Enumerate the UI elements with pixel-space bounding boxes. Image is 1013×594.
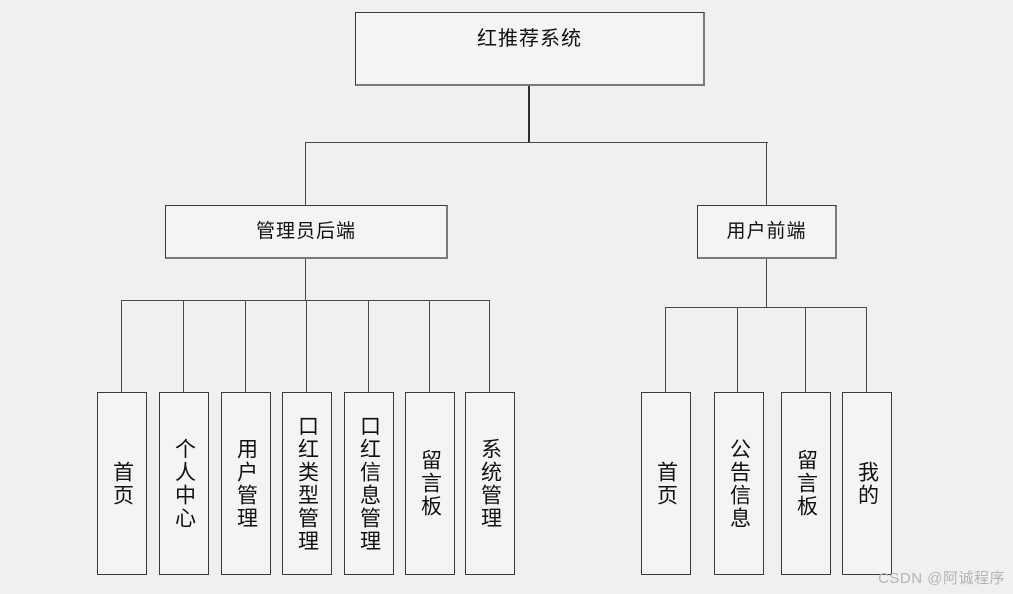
node-user-label: 用户前端 [726,220,807,242]
connector-admin-leaf-drop-4 [306,300,307,392]
connector-to-user [766,142,767,206]
leaf-admin-personal-center-label: 个人中心 [172,437,196,530]
leaf-user-announcements[interactable]: 公告信息 [714,392,764,575]
leaf-admin-message-board-label: 留言板 [418,449,442,518]
node-admin-label: 管理员后端 [255,220,356,242]
connector-admin-leaf-drop-6 [429,300,430,392]
leaf-admin-lipstick-info-management-label: 口红信息管理 [357,414,381,553]
leaf-user-message-board[interactable]: 留言板 [781,392,831,575]
leaf-user-message-board-label: 留言板 [794,449,818,518]
leaf-admin-lipstick-info-management[interactable]: 口红信息管理 [344,392,394,575]
connector-user-stem [766,259,767,308]
leaf-user-announcements-label: 公告信息 [727,437,751,530]
connector-user-leaf-drop-4 [866,307,867,392]
leaf-admin-personal-center[interactable]: 个人中心 [159,392,209,575]
connector-level2-bus [305,142,768,143]
leaf-user-mine-label: 我的 [855,460,879,507]
leaf-user-home-label: 首页 [654,460,678,507]
node-root-system[interactable]: 红推荐系统 [355,12,705,86]
connector-admin-leaf-drop-1 [121,300,122,392]
connector-admin-leaf-bus [121,300,490,301]
leaf-admin-lipstick-type-management[interactable]: 口红类型管理 [282,392,332,575]
connector-user-leaf-drop-1 [665,307,666,392]
leaf-admin-lipstick-type-management-label: 口红类型管理 [295,414,319,553]
leaf-admin-system-management[interactable]: 系统管理 [465,392,515,575]
connector-user-leaf-bus [665,307,867,308]
node-root-label: 红推荐系统 [477,28,582,50]
connector-root-stem [528,86,530,143]
connector-user-leaf-drop-2 [737,307,738,392]
connector-admin-leaf-drop-5 [368,300,369,392]
connector-admin-leaf-drop-7 [489,300,490,392]
leaf-admin-home-label: 首页 [110,460,134,507]
leaf-admin-user-management-label: 用户管理 [234,437,258,530]
connector-admin-leaf-drop-3 [245,300,246,392]
leaf-admin-user-management[interactable]: 用户管理 [221,392,271,575]
watermark: CSDN @阿诚程序 [878,570,1005,587]
leaf-admin-message-board[interactable]: 留言板 [405,392,455,575]
connector-to-admin [305,142,306,206]
node-admin-backend[interactable]: 管理员后端 [165,205,448,259]
leaf-admin-system-management-label: 系统管理 [478,437,502,530]
leaf-user-mine[interactable]: 我的 [842,392,892,575]
connector-admin-stem [305,259,306,301]
connector-admin-leaf-drop-2 [183,300,184,392]
leaf-admin-home[interactable]: 首页 [97,392,147,575]
connector-user-leaf-drop-3 [805,307,806,392]
node-user-frontend[interactable]: 用户前端 [697,205,837,259]
leaf-user-home[interactable]: 首页 [641,392,691,575]
